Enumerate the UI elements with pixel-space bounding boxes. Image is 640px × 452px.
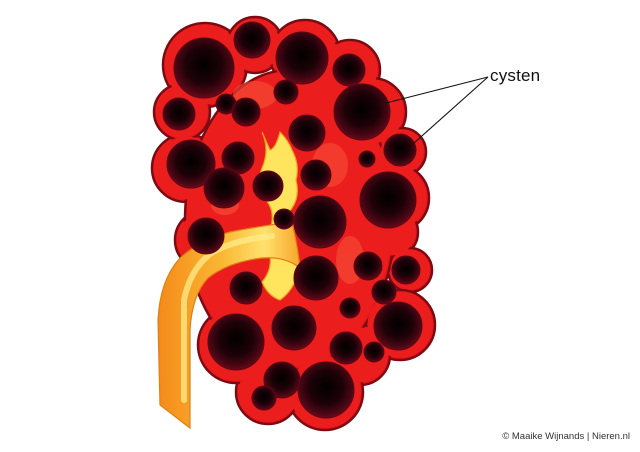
copyright-credit: © Maaike Wijnands | Nieren.nl bbox=[502, 431, 630, 442]
cysts bbox=[162, 21, 423, 419]
callout-lines bbox=[385, 76, 489, 144]
cysts-label: cysten bbox=[490, 66, 541, 85]
